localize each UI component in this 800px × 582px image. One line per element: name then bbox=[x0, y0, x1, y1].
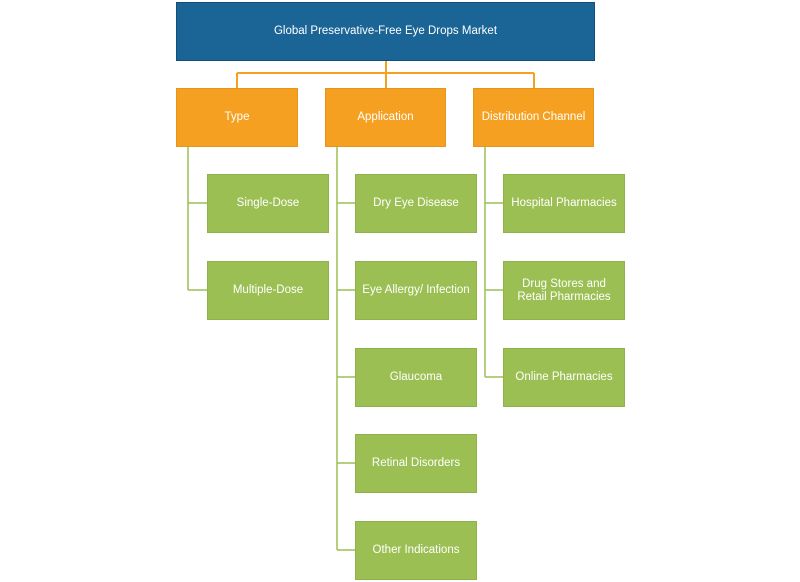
category-type: Type bbox=[176, 88, 298, 147]
root-node: Global Preservative-Free Eye Drops Marke… bbox=[176, 2, 595, 61]
category-distribution-channel: Distribution Channel bbox=[473, 88, 594, 147]
leaf-online-pharmacies: Online Pharmacies bbox=[503, 348, 625, 407]
leaf-eye-allergy-infection: Eye Allergy/ Infection bbox=[355, 261, 477, 320]
category-application: Application bbox=[325, 88, 446, 147]
leaf-multiple-dose: Multiple-Dose bbox=[207, 261, 329, 320]
leaf-single-dose: Single-Dose bbox=[207, 174, 329, 233]
leaf-drug-stores-retail-pharmacies: Drug Stores and Retail Pharmacies bbox=[503, 261, 625, 320]
leaf-dry-eye-disease: Dry Eye Disease bbox=[355, 174, 477, 233]
leaf-glaucoma: Glaucoma bbox=[355, 348, 477, 407]
leaf-retinal-disorders: Retinal Disorders bbox=[355, 434, 477, 493]
leaf-other-indications: Other Indications bbox=[355, 521, 477, 580]
leaf-hospital-pharmacies: Hospital Pharmacies bbox=[503, 174, 625, 233]
